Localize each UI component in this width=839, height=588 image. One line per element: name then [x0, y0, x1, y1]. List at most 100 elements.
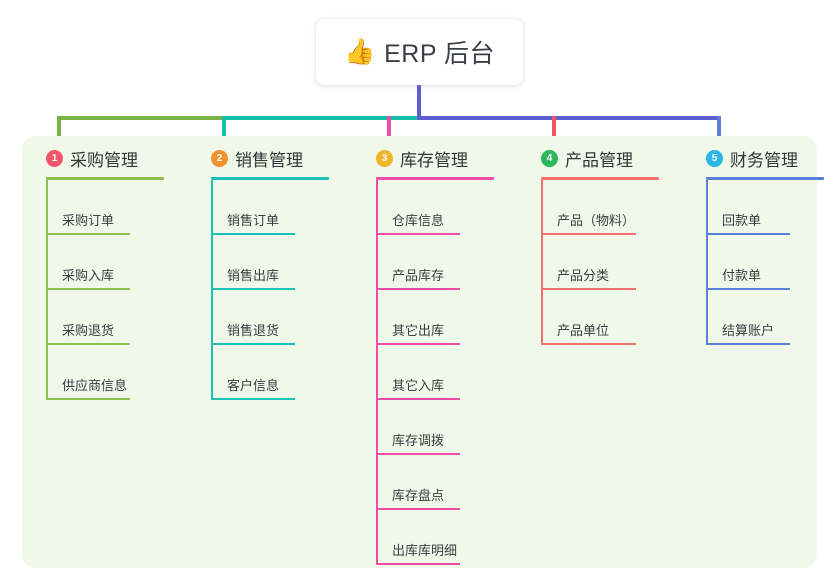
menu-item-rule [541, 288, 636, 290]
menu-item-rule [541, 343, 636, 345]
page-title: ERP 后台 [384, 40, 496, 68]
connector-bar-blue [417, 116, 721, 120]
menu-item-label: 产品（物料） [557, 213, 636, 228]
column-title: 采购管理 [70, 150, 138, 170]
menu-item-rule [211, 288, 295, 290]
menu-item[interactable]: 采购订单 [30, 180, 190, 235]
menu-item-label: 产品单位 [557, 323, 610, 338]
column-title: 产品管理 [565, 150, 633, 170]
column-5: 5 财务管理回款单付款单结算账户 [690, 146, 839, 345]
column-spine [706, 180, 708, 345]
menu-item-label: 供应商信息 [62, 378, 128, 393]
connector-drop-2 [222, 116, 226, 152]
menu-item-rule [706, 233, 790, 235]
menu-item[interactable]: 产品库存 [360, 235, 520, 290]
menu-item[interactable]: 供应商信息 [30, 345, 190, 400]
column-index-badge: 5 [706, 149, 723, 167]
column-header-3[interactable]: 3 库存管理 [360, 146, 520, 170]
column-index-badge: 2 [211, 149, 228, 167]
menu-item-label: 回款单 [722, 213, 762, 228]
column-items: 销售订单销售出库销售退货客户信息 [195, 180, 355, 400]
menu-item-label: 产品分类 [557, 268, 610, 283]
menu-item-label: 付款单 [722, 268, 762, 283]
column-spine [46, 180, 48, 400]
column-items: 产品（物料） 产品分类产品单位 [525, 180, 685, 345]
menu-item[interactable]: 出库库明细 [360, 510, 520, 565]
menu-item[interactable]: 库存调拨 [360, 400, 520, 455]
menu-item-rule [376, 233, 460, 235]
menu-item[interactable]: 销售退货 [195, 290, 355, 345]
menu-item-rule [376, 453, 460, 455]
menu-item[interactable]: 结算账户 [690, 290, 839, 345]
menu-item[interactable]: 产品分类 [525, 235, 685, 290]
menu-item-label: 库存调拨 [392, 433, 445, 448]
column-index-badge: 3 [376, 149, 393, 167]
column-spine [211, 180, 213, 400]
menu-item-rule [46, 233, 130, 235]
column-title: 库存管理 [400, 150, 468, 170]
menu-item-rule [376, 288, 460, 290]
column-header-rule [706, 177, 824, 180]
menu-item[interactable]: 付款单 [690, 235, 839, 290]
connector-drop-1 [57, 116, 61, 152]
menu-item-label: 结算账户 [722, 323, 775, 338]
menu-item-rule [376, 343, 460, 345]
menu-item-label: 销售退货 [227, 323, 280, 338]
column-4: 4 产品管理产品（物料） 产品分类产品单位 [525, 146, 685, 345]
thumbs-up-icon: 👍 [343, 37, 376, 66]
connector-bar-teal [222, 116, 421, 120]
connector-drop-5 [717, 116, 721, 152]
menu-item-label: 库存盘点 [392, 488, 445, 503]
column-3: 3 库存管理仓库信息产品库存其它出库其它入库库存调拨库存盘点出库库明细 [360, 146, 520, 565]
column-title: 财务管理 [730, 150, 798, 170]
column-index-badge: 4 [541, 149, 558, 167]
menu-item[interactable]: 产品（物料） [525, 180, 685, 235]
menu-item-rule [376, 563, 460, 565]
menu-item-rule [376, 508, 460, 510]
branch-panel [22, 136, 817, 568]
menu-item-rule [376, 398, 460, 400]
menu-item-label: 采购退货 [62, 323, 115, 338]
column-items: 仓库信息产品库存其它出库其它入库库存调拨库存盘点出库库明细 [360, 180, 520, 565]
menu-item[interactable]: 销售订单 [195, 180, 355, 235]
menu-item-label: 销售出库 [227, 268, 280, 283]
menu-item[interactable]: 采购退货 [30, 290, 190, 345]
menu-item-rule [46, 343, 130, 345]
column-spine [541, 180, 543, 345]
menu-item[interactable]: 库存盘点 [360, 455, 520, 510]
menu-item[interactable]: 产品单位 [525, 290, 685, 345]
menu-item[interactable]: 仓库信息 [360, 180, 520, 235]
menu-item[interactable]: 采购入库 [30, 235, 190, 290]
menu-item-label: 产品库存 [392, 268, 445, 283]
column-title: 销售管理 [235, 150, 303, 170]
menu-item[interactable]: 客户信息 [195, 345, 355, 400]
menu-item-label: 其它出库 [392, 323, 445, 338]
connector-drop-3 [387, 116, 391, 152]
menu-item-rule [211, 233, 295, 235]
menu-item-rule [211, 398, 295, 400]
menu-item-label: 其它入库 [392, 378, 445, 393]
menu-item-rule [211, 343, 295, 345]
menu-item-rule [706, 288, 790, 290]
column-2: 2 销售管理销售订单销售出库销售退货客户信息 [195, 146, 355, 400]
menu-item[interactable]: 其它入库 [360, 345, 520, 400]
menu-item-label: 采购入库 [62, 268, 115, 283]
menu-item-rule [46, 288, 130, 290]
column-header-5[interactable]: 5 财务管理 [690, 146, 839, 170]
menu-item-rule [706, 343, 790, 345]
menu-item-rule [541, 233, 636, 235]
column-header-rule [211, 177, 329, 180]
connector-drop-4 [552, 116, 556, 152]
connector-bar-green [57, 116, 226, 120]
column-header-4[interactable]: 4 产品管理 [525, 146, 685, 170]
menu-item[interactable]: 其它出库 [360, 290, 520, 345]
column-header-rule [541, 177, 659, 180]
menu-item[interactable]: 回款单 [690, 180, 839, 235]
column-header-2[interactable]: 2 销售管理 [195, 146, 355, 170]
menu-item-label: 销售订单 [227, 213, 280, 228]
root-node-card[interactable]: 👍 ERP 后台 [316, 19, 523, 85]
column-items: 回款单付款单结算账户 [690, 180, 839, 345]
menu-item[interactable]: 销售出库 [195, 235, 355, 290]
